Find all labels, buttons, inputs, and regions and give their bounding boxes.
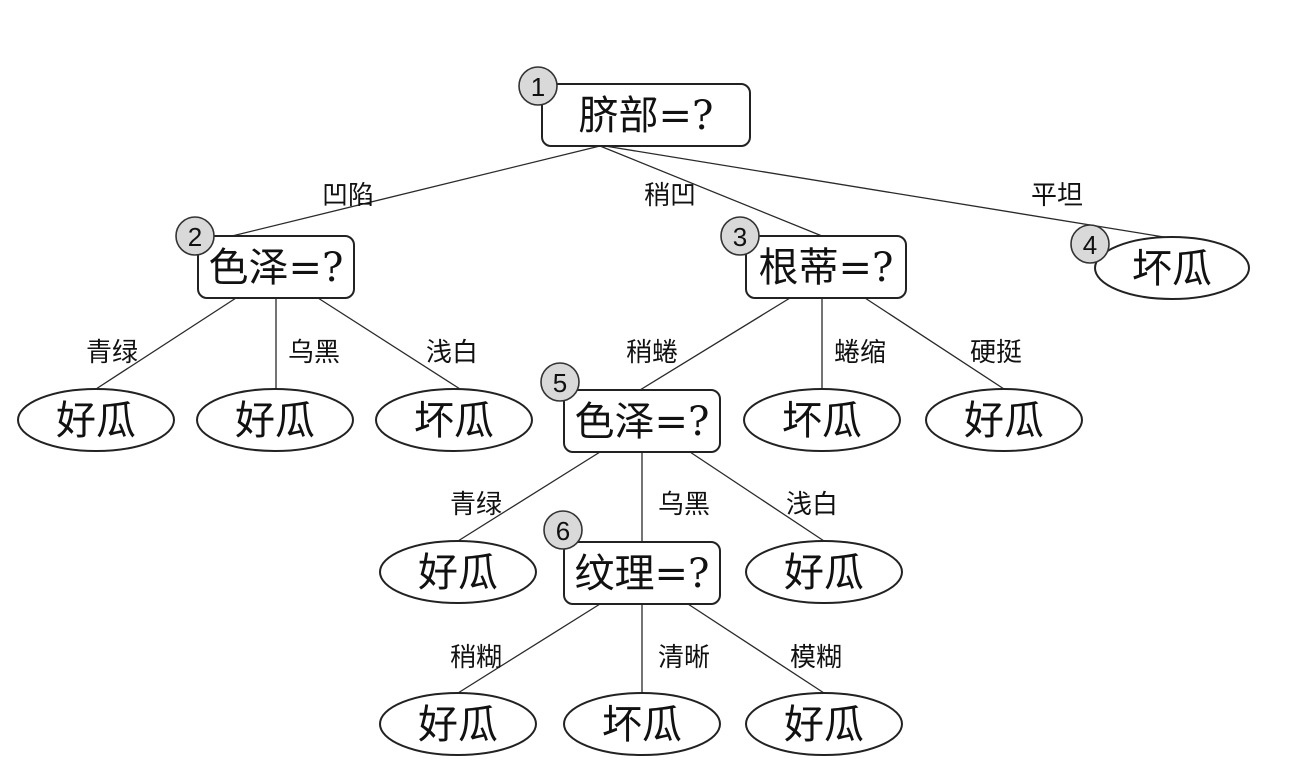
node-number-badge: [720, 216, 760, 256]
leaf-node-l6a: 好瓜: [379, 692, 537, 756]
leaf-node-l2c: 坏瓜: [375, 388, 533, 452]
leaf-node-ellipse: [379, 540, 537, 604]
leaf-node-ellipse: [563, 692, 721, 756]
edge-label: 蜷缩: [834, 338, 886, 368]
edge-label: 模糊: [790, 643, 842, 673]
leaf-node-ellipse: [17, 388, 175, 452]
node-number-badge: [540, 362, 580, 402]
leaf-node-label: 坏瓜: [414, 398, 494, 444]
decision-node-n1: 脐部=? 1: [518, 66, 751, 147]
edge-n1-n3: [599, 145, 823, 237]
leaf-node-l2b: 好瓜: [196, 388, 354, 452]
leaf-node-label: 好瓜: [784, 702, 864, 748]
leaf-node-label: 坏瓜: [602, 702, 682, 748]
edge-label: 稍蜷: [626, 338, 678, 368]
leaf-node-label: 好瓜: [784, 550, 864, 596]
edge-n3-l3c: [864, 297, 1005, 390]
node-number-label: 2: [188, 222, 202, 252]
leaf-node-n4: 坏瓜 4: [1070, 224, 1250, 300]
leaf-node-ellipse: [379, 692, 537, 756]
leaf-node-label: 好瓜: [418, 702, 498, 748]
decision-node-n2: 色泽=?2: [175, 216, 355, 299]
edge-n6-l6c: [687, 603, 825, 694]
node-number-badge: [175, 216, 215, 256]
node-number-label: 4: [1083, 230, 1097, 260]
decision-node-n3: 根蒂=? 3: [720, 216, 907, 299]
edge-n1-n4: [604, 145, 1171, 239]
edge-label: 浅白: [426, 338, 478, 368]
edge-label: 乌黑: [658, 490, 710, 520]
edge-label: 凹陷: [322, 181, 374, 211]
edge-n5-l5a: [457, 451, 601, 542]
decision-node-label: 纹理=?: [575, 551, 710, 597]
decision-node-n5: 色泽=? 5: [540, 362, 721, 453]
leaf-node-ellipse: [745, 692, 903, 756]
decision-node-box: [745, 235, 907, 299]
edge-label: 青绿: [450, 490, 502, 520]
decision-node-label: 色泽=?: [575, 399, 710, 445]
edge-label: 青绿: [86, 338, 138, 368]
edge-label: 稍糊: [450, 643, 502, 673]
leaf-node-l3c: 好瓜: [925, 388, 1083, 452]
leaf-node-l5c: 好瓜: [745, 540, 903, 604]
node-number-badge: [518, 66, 558, 106]
decision-node-box: [563, 389, 721, 453]
edge-n2-l2c: [317, 297, 461, 390]
edge-n6-l6a: [457, 603, 601, 694]
decision-node-n6: 纹理=?6: [543, 510, 721, 605]
node-number-label: 5: [553, 368, 567, 398]
node-number-label: 6: [556, 516, 570, 546]
leaf-node-ellipse: [375, 388, 533, 452]
leaf-node-label: 好瓜: [418, 550, 498, 596]
leaf-node-ellipse: [925, 388, 1083, 452]
node-number-badge: [543, 510, 583, 550]
leaf-node-label: 好瓜: [56, 398, 136, 444]
decision-node-box: [197, 235, 355, 299]
leaf-node-l5a: 好瓜: [379, 540, 537, 604]
leaf-node-label: 坏瓜: [1132, 246, 1212, 292]
decision-node-label: 色泽=?: [209, 245, 344, 291]
node-number-label: 3: [733, 222, 747, 252]
leaf-node-ellipse: [1094, 236, 1250, 300]
decision-node-label: 脐部=?: [579, 93, 714, 139]
leaf-node-ellipse: [196, 388, 354, 452]
decision-node-label: 根蒂=?: [759, 245, 894, 291]
leaf-node-label: 坏瓜: [782, 398, 862, 444]
edge-label: 平坦: [1031, 181, 1083, 211]
edge-label: 硬挺: [970, 338, 1022, 368]
leaf-node-label: 好瓜: [964, 398, 1044, 444]
edge-n1-n2: [231, 145, 601, 237]
edge-n2-l2a: [95, 297, 237, 390]
edge-n5-l5c: [689, 451, 825, 542]
edge-n3-n5: [639, 297, 791, 391]
edge-label: 清晰: [658, 643, 710, 673]
node-number-badge: [1070, 224, 1110, 264]
node-number-label: 1: [531, 72, 545, 102]
leaf-node-l6b: 坏瓜: [563, 692, 721, 756]
leaf-node-l2a: 好瓜: [17, 388, 175, 452]
leaf-node-label: 好瓜: [235, 398, 315, 444]
leaf-node-l6c: 好瓜: [745, 692, 903, 756]
decision-node-box: [541, 83, 751, 147]
edge-label: 稍凹: [644, 181, 696, 211]
leaf-node-ellipse: [745, 540, 903, 604]
edge-label: 乌黑: [288, 338, 340, 368]
leaf-node-l3b: 坏瓜: [743, 388, 901, 452]
decision-node-box: [563, 541, 721, 605]
edge-label: 浅白: [786, 490, 838, 520]
leaf-node-ellipse: [743, 388, 901, 452]
